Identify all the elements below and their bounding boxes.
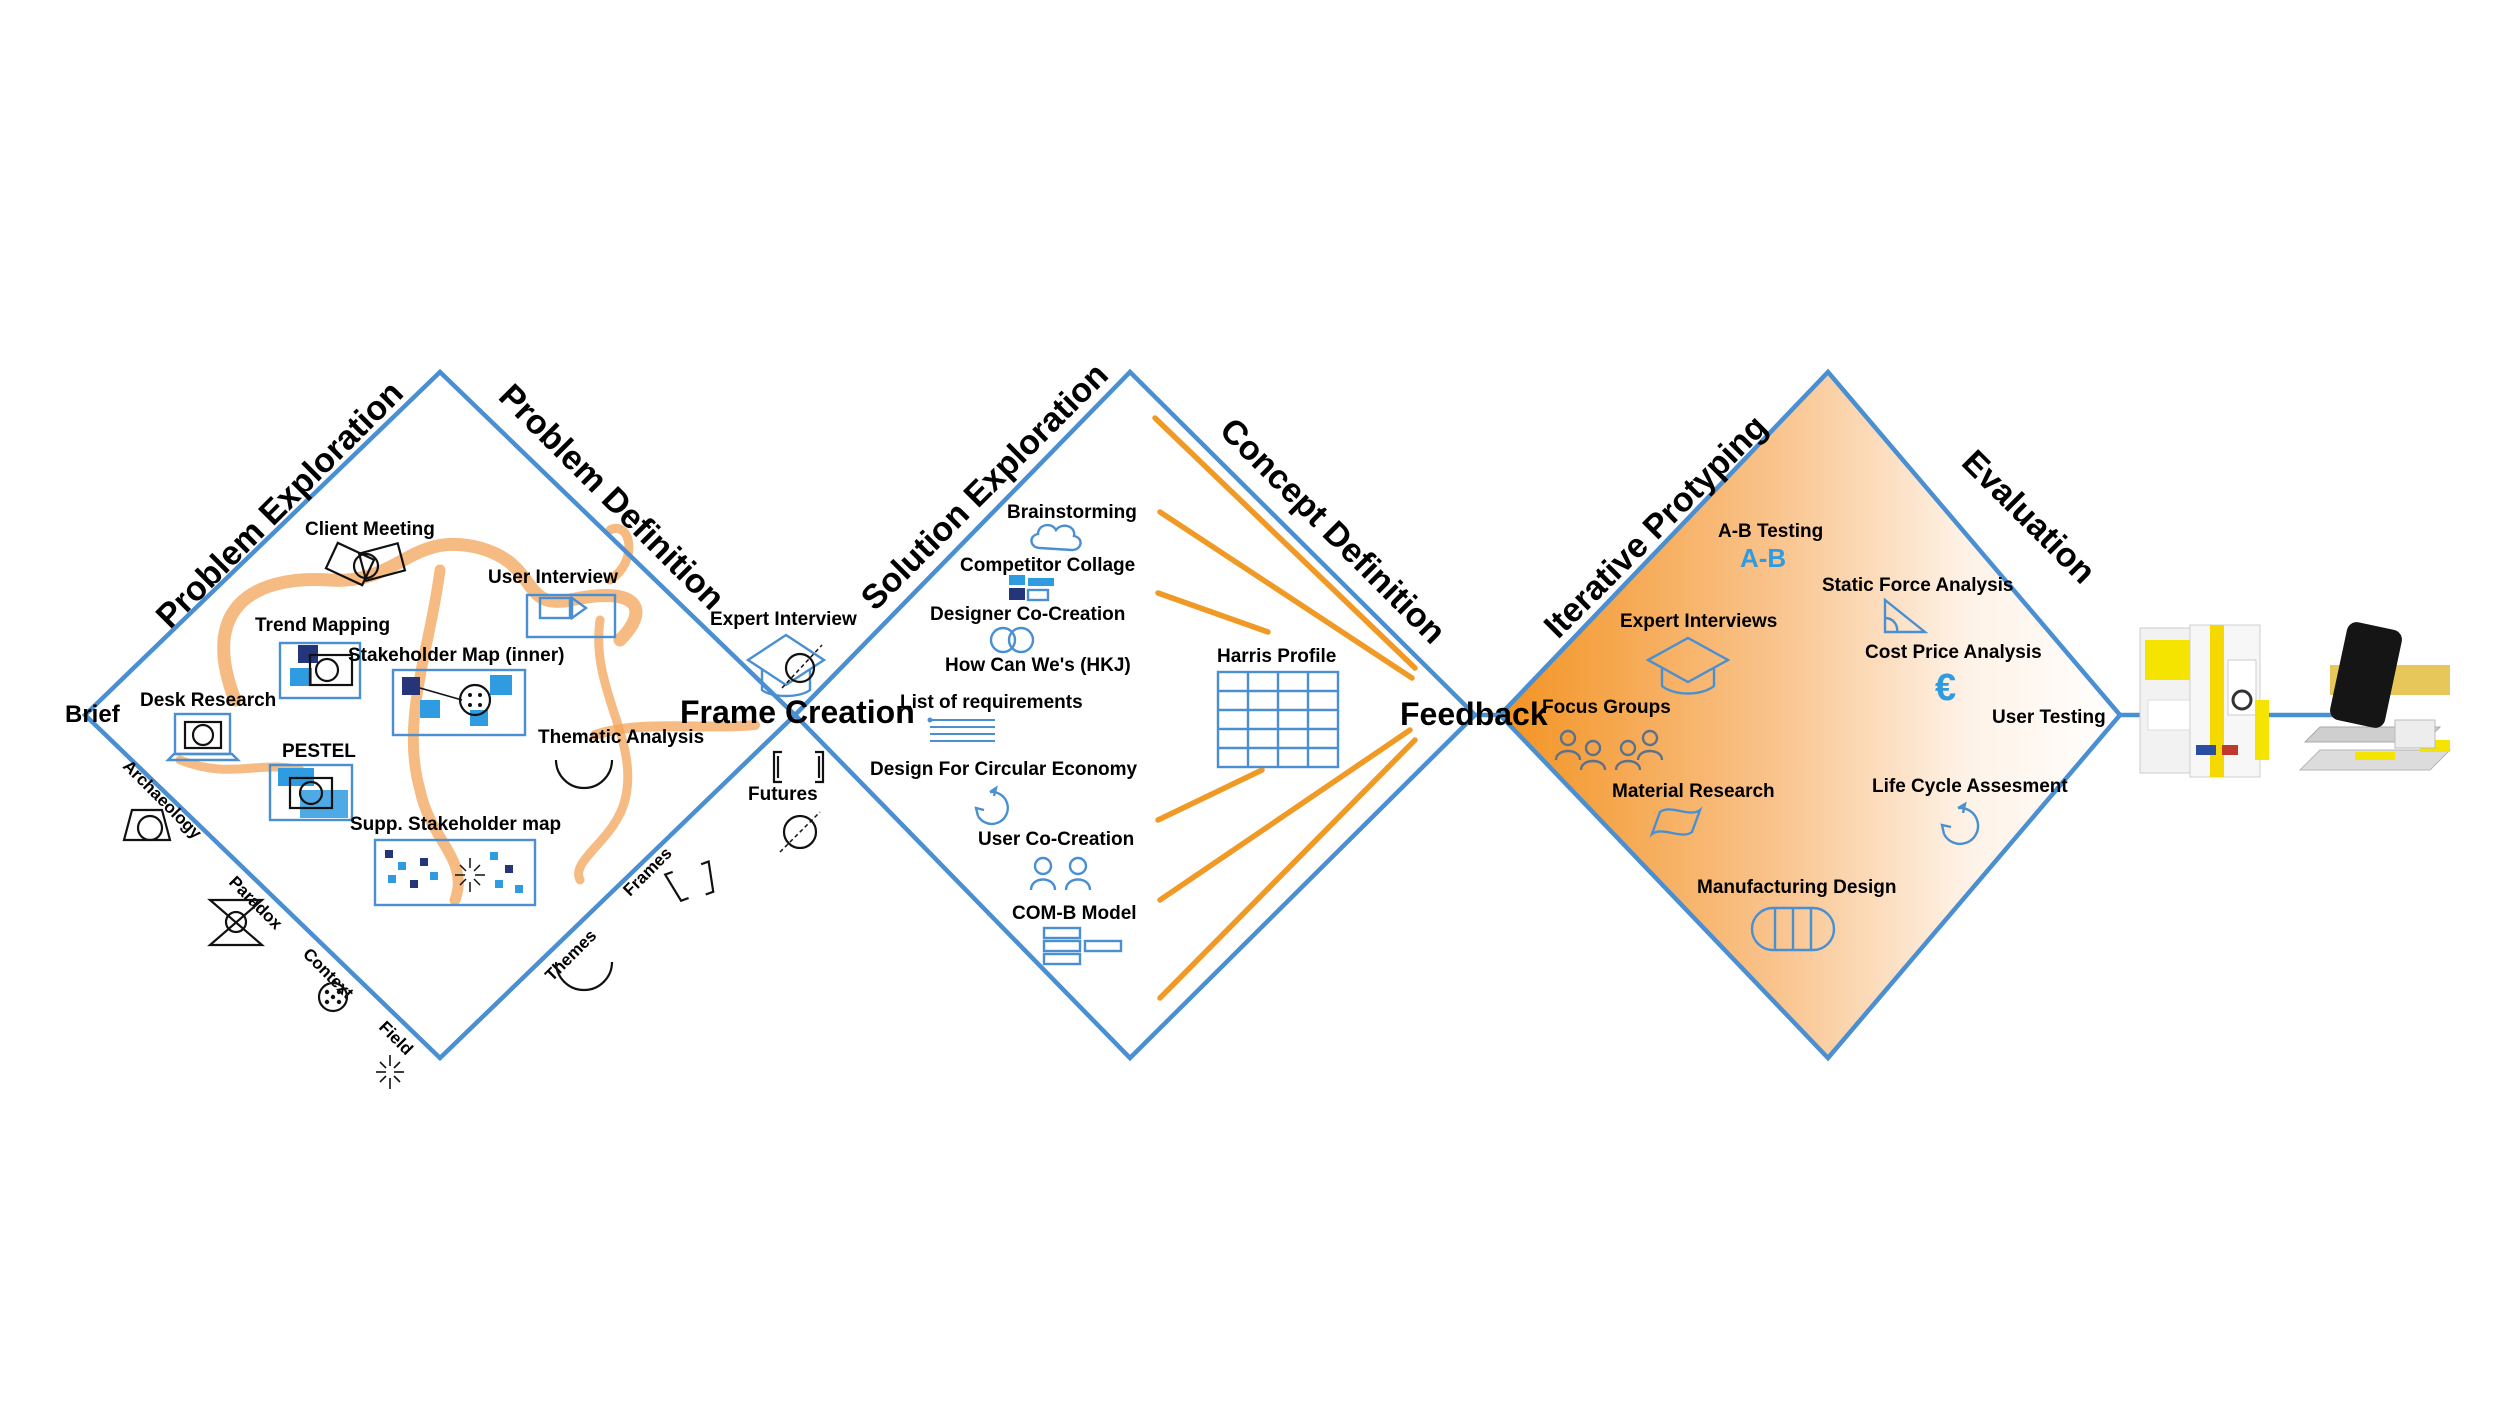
field-label: Field [375, 1017, 416, 1058]
com-b-model-icon [1042, 926, 1123, 966]
futures-icon [779, 811, 821, 853]
supp-stakeholder-map-label: Supp. Stakeholder map [350, 814, 561, 835]
paradox-icon [207, 898, 265, 947]
material-research-icon [1649, 806, 1703, 838]
themes-label: Themes [541, 926, 600, 985]
static-force-analysis-label: Static Force Analysis [1822, 575, 2013, 596]
user-interview-icon [525, 593, 617, 639]
frames-label: Frames [619, 844, 675, 900]
cost-price-analysis-label: Cost Price Analysis [1865, 642, 2042, 663]
how-can-wes-label: How Can We's (HKJ) [945, 655, 1131, 676]
product-phone-stand-image [2298, 622, 2452, 771]
material-research-label: Material Research [1612, 781, 1775, 802]
circular-economy-icon [974, 785, 1009, 826]
diamond-problem [81, 368, 799, 1062]
feedback-label: Feedback [1400, 696, 1548, 732]
user-co-creation-icon [1029, 856, 1092, 891]
supp-stakeholder-map-icon [373, 838, 537, 907]
thematic-analysis-icon [554, 759, 614, 790]
futures-label: Futures [748, 784, 818, 805]
designer-co-creation-icon [989, 626, 1035, 654]
competitor-collage-label: Competitor Collage [960, 555, 1135, 576]
design-for-circular-economy-label: Design For Circular Economy [870, 759, 1138, 780]
user-interview-label: User Interview [488, 567, 618, 588]
com-b-model-label: COM-B Model [1012, 903, 1137, 924]
trend-mapping-icon [278, 641, 362, 700]
list-of-requirements-label: List of requirements [900, 692, 1083, 713]
expert-interview-icon [745, 633, 827, 698]
graduation-cap-icon [1645, 636, 1731, 695]
trend-mapping-label: Trend Mapping [255, 615, 390, 636]
focus-groups-icon [1554, 729, 1664, 771]
themes-icon [554, 961, 614, 992]
brainstorming-label: Brainstorming [1007, 502, 1137, 523]
ab-testing-mark: A-B [1740, 543, 1786, 573]
euro-icon: € [1935, 667, 1956, 709]
static-force-icon [1883, 597, 1929, 634]
phase-solution-exploration: Solution Exploration [854, 356, 1116, 618]
brief-label: Brief [65, 701, 121, 728]
phase-problem-exploration: Problem Exploration [149, 374, 411, 636]
ab-testing-label: A-B Testing [1718, 521, 1823, 542]
expert-interview-label: Expert Interview [710, 609, 857, 630]
life-cycle-assesment-label: Life Cycle Assesment [1872, 776, 2068, 797]
thematic-analysis-label: Thematic Analysis [538, 727, 704, 748]
user-testing-label: User Testing [1992, 707, 2106, 728]
field-icon [376, 1055, 404, 1089]
harris-profile-label: Harris Profile [1217, 646, 1336, 667]
diamond-prototyping [1496, 368, 2123, 1062]
expert-interviews-label: Expert Interviews [1620, 611, 1777, 632]
designer-co-creation-label: Designer Co-Creation [930, 604, 1125, 625]
focus-groups-label: Focus Groups [1542, 697, 1671, 718]
diamond-solution [791, 368, 1479, 1062]
client-meeting-label: Client Meeting [305, 519, 435, 540]
competitor-collage-icon [1009, 575, 1054, 602]
life-cycle-icon [1940, 801, 1980, 846]
frame-creation-label: Frame Creation [680, 694, 915, 730]
manufacturing-design-icon [1750, 906, 1836, 952]
stakeholder-map-inner-icon [391, 668, 527, 737]
prototyping-gradient-fill [1500, 372, 2120, 1058]
desk-research-label: Desk Research [140, 690, 276, 711]
list-of-requirements-icon [927, 717, 995, 742]
archaeology-icon [122, 808, 172, 842]
brainstorming-icon [1030, 523, 1082, 552]
manufacturing-design-label: Manufacturing Design [1697, 877, 1897, 898]
harris-profile-table-icon [1216, 670, 1340, 769]
concept-convergence-lines [1152, 415, 1418, 1001]
context-icon [317, 981, 349, 1013]
stakeholder-map-inner-label: Stakeholder Map (inner) [348, 645, 564, 666]
frames-icon [663, 860, 715, 903]
phase-concept-definition: Concept Definition [1212, 411, 1453, 652]
product-packaging-image [2139, 624, 2269, 778]
desk-research-icon [165, 712, 241, 762]
client-meeting-icon [324, 541, 407, 587]
futures-brackets-icon [772, 750, 825, 784]
pestel-icon [268, 763, 354, 822]
pestel-label: PESTEL [282, 741, 356, 762]
user-co-creation-label: User Co-Creation [978, 829, 1134, 850]
